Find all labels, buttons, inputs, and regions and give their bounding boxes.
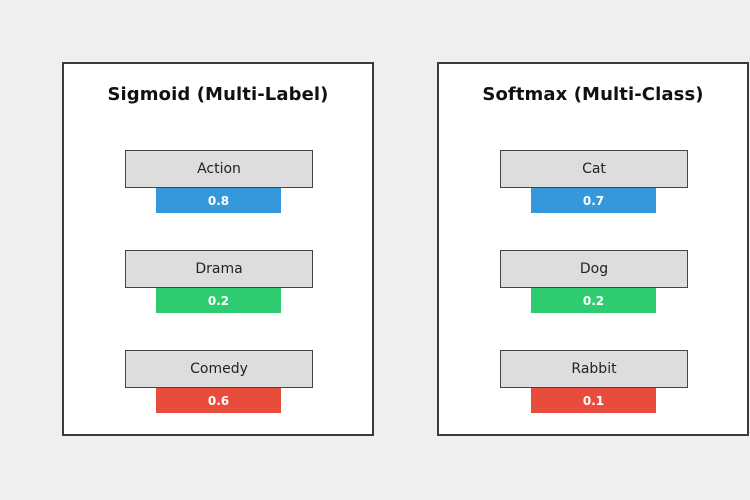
sigmoid-panel: Sigmoid (Multi-Label) Action 0.8 Drama 0… bbox=[62, 62, 374, 436]
probability-bar: 0.1 bbox=[531, 388, 656, 413]
class-label: Comedy bbox=[125, 350, 313, 388]
class-label: Rabbit bbox=[500, 350, 688, 388]
class-label: Action bbox=[125, 150, 313, 188]
panel-title: Softmax (Multi-Class) bbox=[482, 84, 704, 105]
probability-bar: 0.6 bbox=[156, 388, 281, 413]
probability-bar: 0.8 bbox=[156, 188, 281, 213]
class-item: Comedy 0.6 bbox=[125, 350, 313, 413]
class-item: Action 0.8 bbox=[125, 150, 313, 213]
class-item: Rabbit 0.1 bbox=[500, 350, 688, 413]
class-label: Cat bbox=[500, 150, 688, 188]
panel-title: Sigmoid (Multi-Label) bbox=[107, 84, 329, 105]
class-item: Dog 0.2 bbox=[500, 250, 688, 313]
class-label: Dog bbox=[500, 250, 688, 288]
probability-bar: 0.2 bbox=[531, 288, 656, 313]
probability-bar: 0.2 bbox=[156, 288, 281, 313]
class-item: Cat 0.7 bbox=[500, 150, 688, 213]
class-label: Drama bbox=[125, 250, 313, 288]
class-item: Drama 0.2 bbox=[125, 250, 313, 313]
probability-bar: 0.7 bbox=[531, 188, 656, 213]
softmax-panel: Softmax (Multi-Class) Cat 0.7 Dog 0.2 Ra… bbox=[437, 62, 749, 436]
